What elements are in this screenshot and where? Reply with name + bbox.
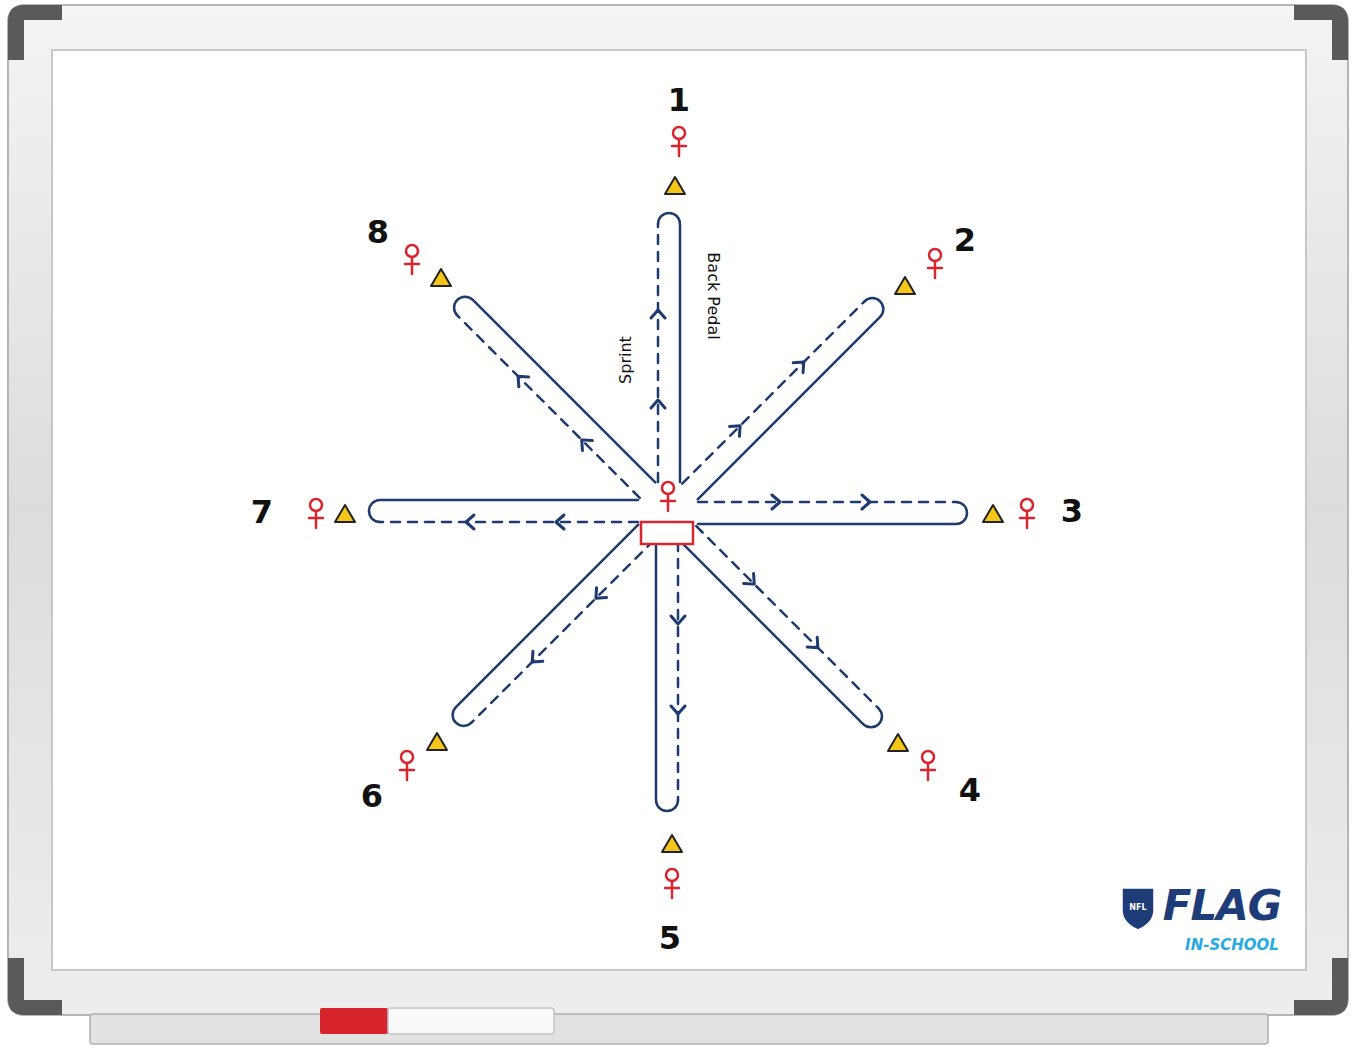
cone — [665, 177, 685, 194]
callout-number: 5 — [659, 922, 681, 954]
player — [928, 249, 942, 278]
player — [400, 751, 414, 780]
cone — [662, 835, 682, 852]
logo-text: FLAG — [1163, 885, 1281, 927]
center-marker — [641, 522, 693, 544]
movement-note: Back Pedal — [705, 252, 721, 339]
player — [405, 245, 419, 274]
cone — [895, 277, 915, 294]
callout-number: 4 — [959, 774, 981, 806]
player — [921, 751, 935, 780]
cone — [888, 734, 908, 751]
marker-cap — [320, 1008, 388, 1034]
cone — [335, 505, 355, 522]
callout-number: 2 — [954, 224, 976, 256]
callout-number: 6 — [361, 780, 383, 812]
drill-loop — [651, 213, 680, 482]
marker-tray — [90, 1014, 1268, 1044]
player — [665, 869, 679, 898]
player — [309, 499, 323, 528]
cone — [431, 269, 451, 286]
logo-shield — [1122, 888, 1154, 930]
board-surface — [52, 50, 1306, 970]
logo-text: NFL — [1129, 904, 1146, 912]
callout-number: 7 — [251, 496, 273, 528]
player — [1020, 499, 1034, 528]
callout-number: 8 — [367, 216, 389, 248]
callout-number: 1 — [668, 84, 690, 116]
callout-number: 3 — [1061, 495, 1083, 527]
player — [672, 127, 686, 156]
drill-loop — [656, 542, 685, 811]
drill-loop — [445, 292, 656, 503]
drill-loop — [448, 525, 659, 736]
cone — [427, 733, 447, 750]
cone — [983, 505, 1003, 522]
drill-loop — [698, 495, 967, 524]
marker-body — [388, 1008, 554, 1034]
logo-text: IN-SCHOOL — [1185, 938, 1279, 953]
drill-loop — [681, 521, 892, 732]
drill-loop — [369, 500, 638, 529]
board-frame — [8, 5, 1348, 1015]
center-player — [661, 482, 675, 511]
movement-note: Sprint — [618, 336, 634, 384]
